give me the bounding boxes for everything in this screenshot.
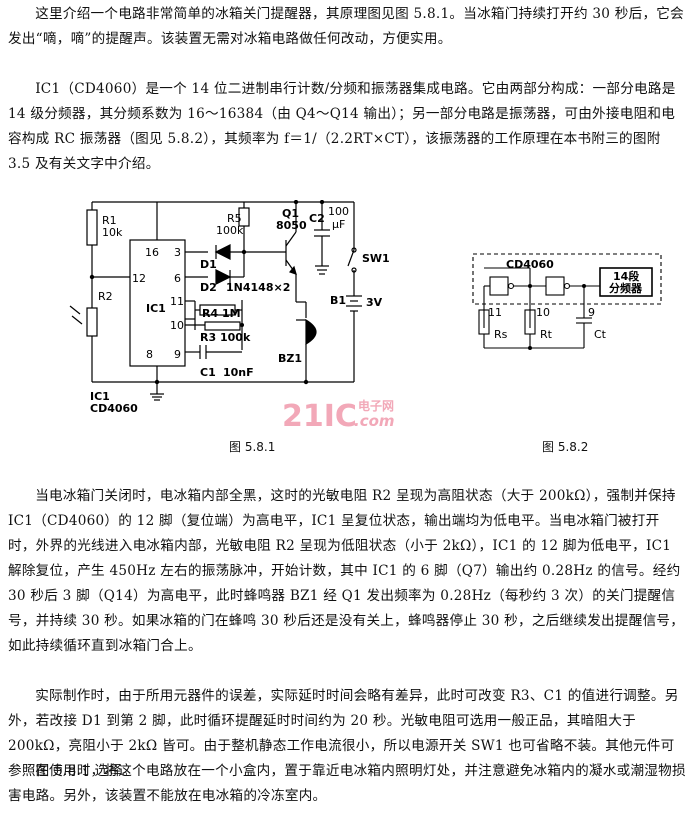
c1-value: 10nF (223, 366, 254, 379)
ic-part: CD4060 (90, 402, 138, 415)
ic-name: IC1 (146, 302, 166, 315)
watermark-brand: 21IC (282, 399, 357, 434)
c2-unit: μF (332, 218, 345, 231)
watermark-domain: .com (354, 412, 395, 430)
fig2-divider-line2: 分频器 (609, 281, 643, 295)
paragraph-cd4060: IC1（CD4060）是一个 14 位二进制串行计数/分频和振荡器集成电路。它由… (8, 81, 676, 172)
r5-label: R5 (227, 212, 242, 225)
paragraph-usage: 在使用时，将这个电路放在一个小盒内，置于靠近电冰箱内照明灯处，并注意避免冰箱内的… (8, 763, 686, 804)
b1-value: 3V (366, 296, 383, 309)
r1-value: 10k (102, 226, 123, 239)
pin-12: 12 (132, 272, 146, 285)
fig2-rt: Rt (540, 328, 553, 341)
pin-3: 3 (174, 246, 181, 259)
d1-label: D1 (200, 258, 217, 271)
d2-label: D2 (200, 281, 217, 294)
fig2-divider-line1: 14段 (613, 269, 639, 283)
fig2-ct: Ct (594, 328, 607, 341)
d-value: 1N4148×2 (226, 281, 290, 294)
r4-label: R4 (202, 307, 218, 320)
c2-label: C2 (309, 212, 325, 225)
r3-label: R3 (200, 331, 216, 344)
figure-caption-5-8-2: 图 5.8.2 (542, 440, 589, 454)
r5-value: 100k (216, 224, 244, 237)
fig2-chip-label: CD4060 (506, 258, 554, 271)
fig2-pin-11: 11 (488, 306, 502, 319)
bz1-label: BZ1 (278, 352, 302, 365)
fig2-pin-10: 10 (536, 306, 550, 319)
b1-label: B1 (330, 294, 346, 307)
r2-label: R2 (98, 290, 113, 303)
pin-11: 11 (170, 295, 184, 308)
paragraph-operation: 当电冰箱门关闭时，电冰箱内部全黑，这时的光敏电阻 R2 呈现为高阻状态（大于 2… (8, 488, 685, 654)
r3-value: 100k (220, 331, 251, 344)
figure-caption-5-8-1: 图 5.8.1 (229, 440, 276, 454)
watermark-logo: 21IC 电子网 .com (282, 398, 395, 434)
pin-6: 6 (174, 272, 181, 285)
q1-label: Q1 (282, 207, 299, 220)
pin-9: 9 (174, 348, 181, 361)
circuit-diagram-5-8-2: CD4060 14段 分频器 11 10 9 Rs Rt Ct (472, 253, 662, 350)
sw1-label: SW1 (362, 252, 390, 265)
pin-16: 16 (145, 246, 159, 259)
fig2-pin-9: 9 (588, 306, 595, 319)
pin-8: 8 (146, 348, 153, 361)
watermark-cn: 电子网 (358, 398, 394, 413)
paragraph-construction: 实际制作时，由于所用元器件的误差，实际延时时间会略有差异，此时可改变 R3、C1… (8, 688, 679, 779)
ic-label: IC1 (90, 390, 110, 403)
c2-value: 100 (328, 205, 349, 218)
pin-10: 10 (170, 319, 184, 332)
circuit-diagram-5-8-1: R1 10k R2 R5 100k Q1 8050 C2 100 μF SW1 … (69, 200, 390, 415)
r1-label: R1 (102, 214, 117, 227)
fig2-rs: Rs (494, 328, 508, 341)
paragraph-intro: 这里介绍一个电路非常简单的冰箱关门提醒器，其原理图见图 5.8.1。当冰箱门持续… (8, 6, 684, 47)
r4-value: 1M (222, 307, 241, 320)
q1-value: 8050 (276, 219, 307, 232)
c1-label: C1 (200, 366, 216, 379)
